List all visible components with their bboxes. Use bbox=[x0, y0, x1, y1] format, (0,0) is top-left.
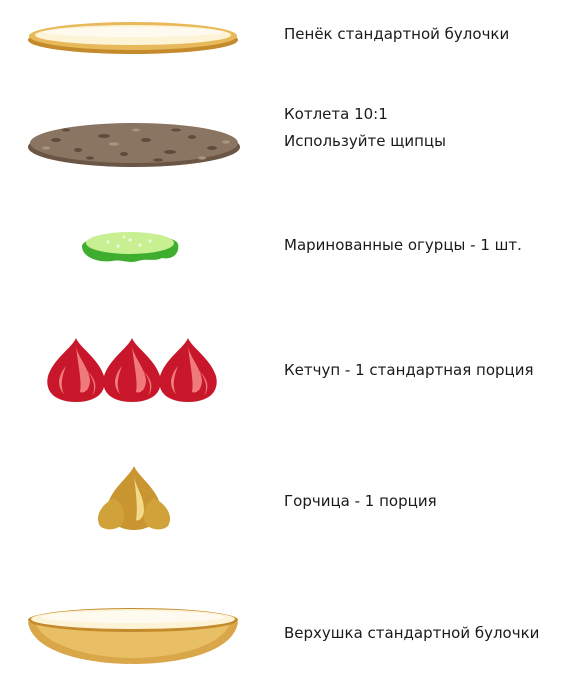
patty-label-line-2: Используйте щипцы bbox=[284, 132, 446, 150]
mustard-icon bbox=[92, 464, 176, 534]
ketchup-label: Кетчуп - 1 стандартная порция bbox=[284, 361, 534, 379]
pickle-icon bbox=[78, 228, 182, 266]
bun-heel-icon bbox=[26, 18, 240, 58]
patty-icon bbox=[26, 118, 242, 170]
bun-heel-label: Пенёк стандартной булочки bbox=[284, 25, 510, 43]
ketchup-icon bbox=[40, 334, 230, 404]
patty-label-line-1: Котлета 10:1 bbox=[284, 105, 388, 123]
bun-crown-label: Верхушка стандартной булочки bbox=[284, 624, 540, 642]
pickle-label: Маринованные огурцы - 1 шт. bbox=[284, 236, 522, 254]
bun-crown-icon bbox=[26, 604, 240, 666]
mustard-label: Горчица - 1 порция bbox=[284, 492, 437, 510]
